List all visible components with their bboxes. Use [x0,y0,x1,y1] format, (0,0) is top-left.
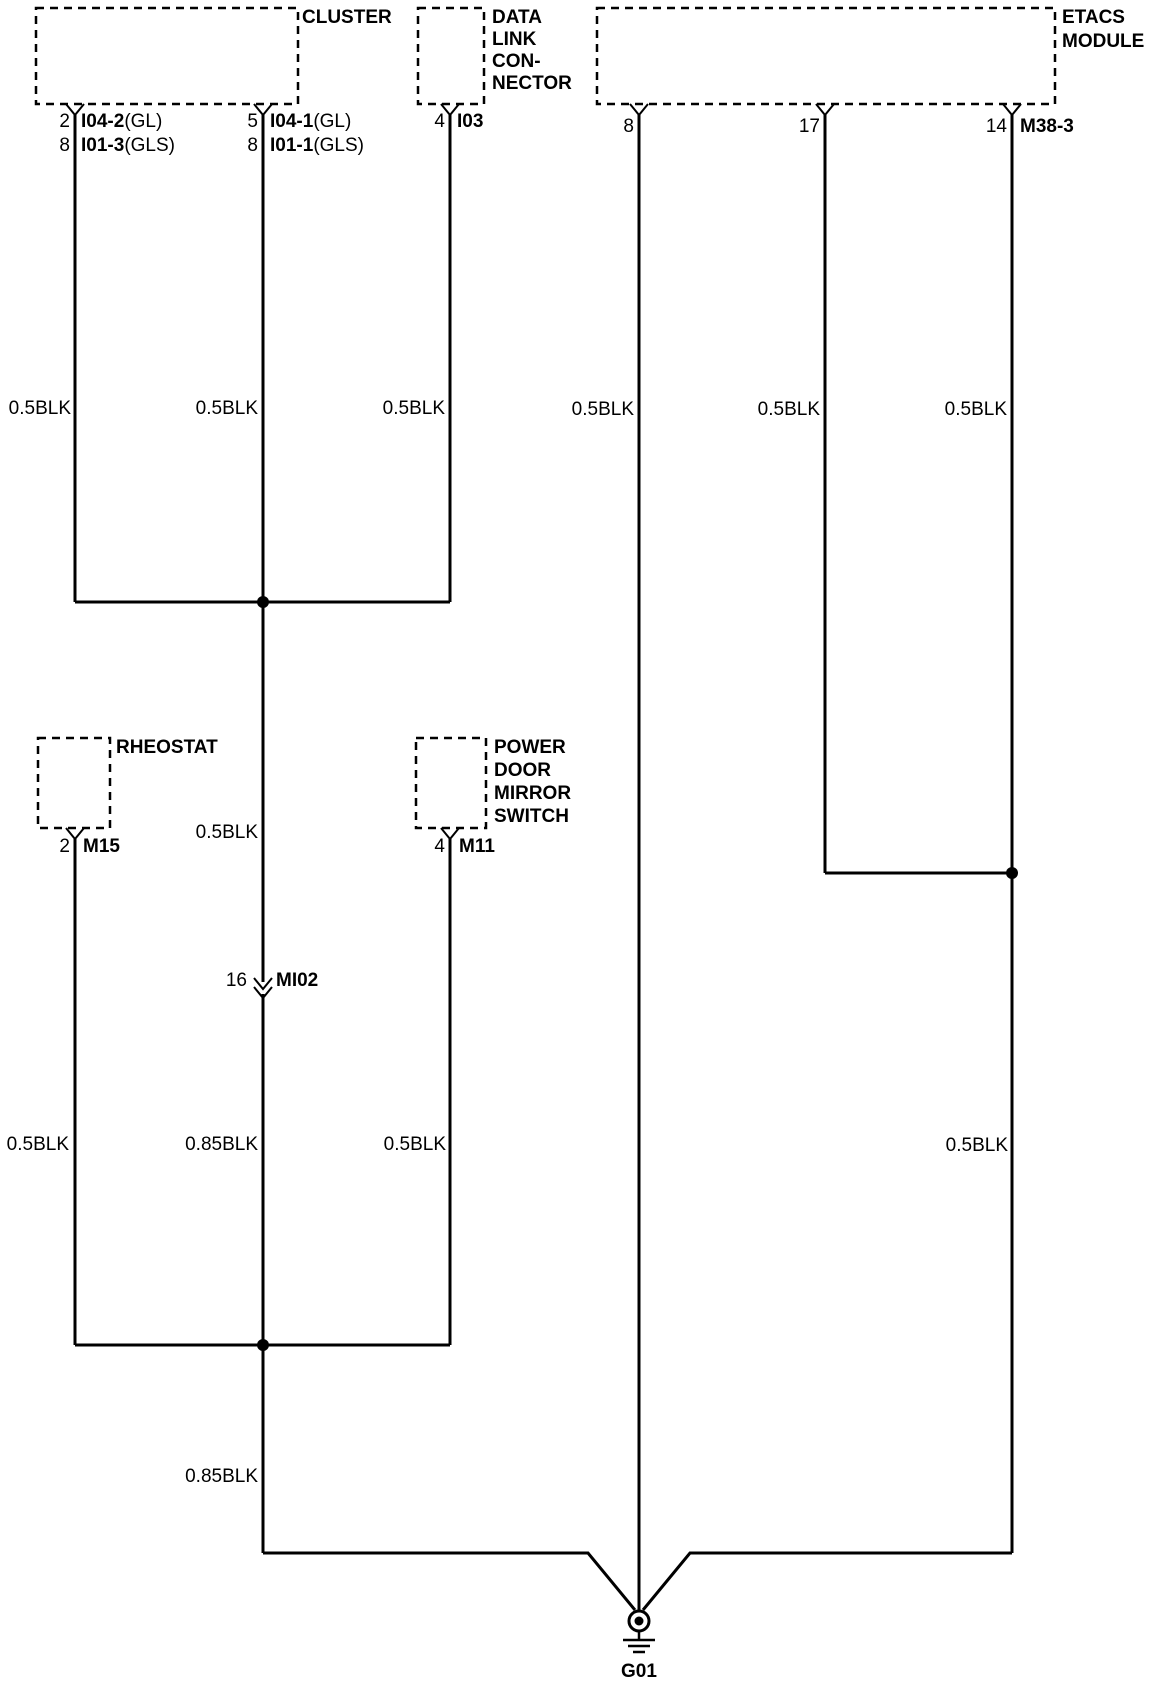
ground-label: G01 [621,1661,657,1682]
pin-number: 2 [59,836,70,857]
splice-points [257,596,1018,1351]
connector-id-label: I04-2(GL) [81,111,162,132]
wire-spec-labels: 0.5BLK 0.5BLK 0.5BLK 0.5BLK 0.5BLK 0.5BL… [7,398,1009,1487]
dlc-label-line-1: DATA [492,7,542,28]
etacs-module-component: ETACS MODULE [595,6,1144,106]
pin-number: 8 [59,135,70,156]
wire-spec-label: 0.5BLK [945,399,1008,420]
rheostat-label: RHEOSTAT [116,737,218,758]
pin-number: 4 [434,836,445,857]
wire-ground-right [641,1551,1012,1611]
cluster-component: CLUSTER [34,6,392,106]
cluster-label: CLUSTER [302,7,392,28]
pin-number: 2 [59,111,70,132]
pin-number: 8 [623,116,634,137]
connector-id-label: M38-3 [1020,116,1074,137]
wire-spec-label: 0.5BLK [7,1134,70,1155]
pin-number: 17 [799,116,820,137]
etacs-label-line-1: ETACS [1062,7,1125,28]
connector-pin-symbols [65,103,1022,1000]
pin-number: 8 [247,135,258,156]
dlc-label-line-4: NECTOR [492,73,572,94]
wire-spec-label: 0.85BLK [185,1134,258,1155]
wire-spec-label: 0.5BLK [758,399,821,420]
pin-number: 4 [434,111,445,132]
wire-ground-left [263,1551,637,1611]
etacs-connector: 8 17 14 M38-3 [623,116,1073,137]
dlc-label-line-2: LINK [492,29,537,50]
cluster-connector-b: 5 8 I04-1(GL) I01-1(GLS) [247,111,364,156]
mirror-switch-label-line-1: POWER [494,737,566,758]
ground-symbol: G01 [621,1609,657,1682]
rheostat-connector: 2 M15 [59,836,120,857]
rheostat-component: RHEOSTAT [36,736,218,830]
splice-dot [1006,867,1018,879]
connector-id-label: I01-1(GLS) [270,135,364,156]
dlc-label-line-3: CON- [492,51,541,72]
wire-spec-label: 0.5BLK [196,822,259,843]
connector-id-label: MI02 [276,970,318,991]
splice-dot [257,1339,269,1351]
mirror-switch-label-line-3: MIRROR [494,783,571,804]
wire-spec-label: 0.5BLK [572,399,635,420]
connector-id-label: M15 [83,836,120,857]
mirror-switch-label-line-2: DOOR [494,760,551,781]
connector-id-label: I03 [457,111,483,132]
wire-spec-label: 0.5BLK [196,398,259,419]
pin-number: 14 [986,116,1008,137]
wire-spec-label: 0.5BLK [384,1134,447,1155]
power-door-mirror-switch-component: POWER DOOR MIRROR SWITCH [414,736,571,830]
data-link-connector-component: DATA LINK CON- NECTOR [416,6,572,106]
splice-dot [257,596,269,608]
etacs-label-line-2: MODULE [1062,31,1144,52]
mirror-switch-connector: 4 M11 [434,836,495,857]
cluster-connector-a: 2 8 I04-2(GL) I01-3(GLS) [59,111,175,156]
pin-number: 16 [226,970,247,991]
wire-spec-label: 0.5BLK [383,398,446,419]
wire-spec-label: 0.5BLK [946,1135,1009,1156]
wire-spec-label: 0.85BLK [185,1466,258,1487]
dlc-connector: 4 I03 [434,111,483,132]
wires [73,115,1014,1617]
connector-id-label: M11 [459,836,495,857]
connector-id-label: I01-3(GLS) [81,135,175,156]
ground-terminal-center [634,1616,644,1626]
inline-connector: 16 MI02 [226,970,318,991]
wire-spec-label: 0.5BLK [9,398,72,419]
pin-number: 5 [247,111,258,132]
connector-id-label: I04-1(GL) [270,111,351,132]
mirror-switch-label-line-4: SWITCH [494,806,569,827]
